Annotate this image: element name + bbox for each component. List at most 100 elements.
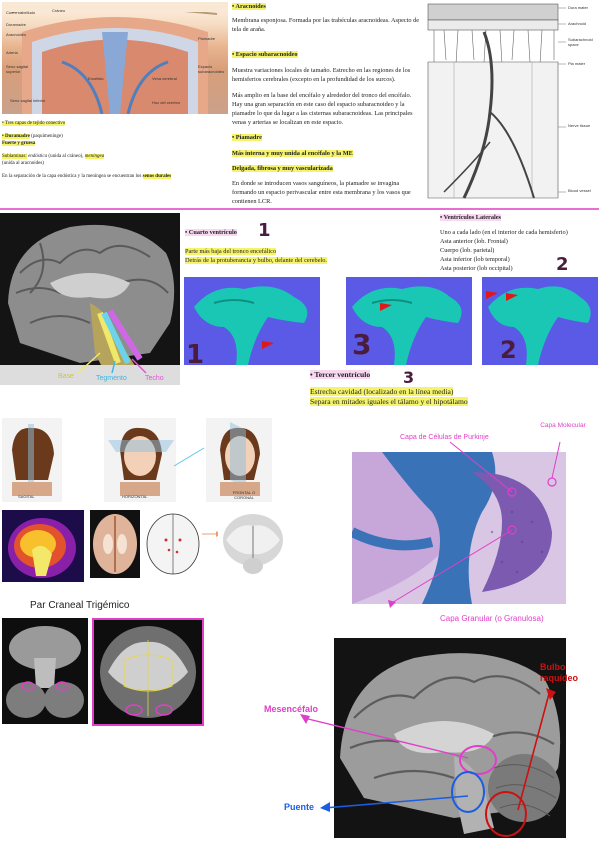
meninges-layers-diagram: Dura mater Arachnoid Subarachnoid space … <box>424 2 598 204</box>
piamadre-3: En donde se introducen vasos sanguíneos,… <box>232 180 411 205</box>
molecular-label: Capa Molecular <box>540 422 586 430</box>
tercer-title: • Tercer ventrículo <box>310 370 371 379</box>
plane-label-sagital: SAGITAL <box>18 494 35 499</box>
hand-number-1: 1 <box>258 220 271 241</box>
plane-label-coronal: FRONTAL O CORONAL <box>232 490 256 500</box>
cuarto-title: • Cuarto ventrículo <box>185 229 237 236</box>
dl-blood: Blood vessel <box>568 188 591 193</box>
section-divider-top <box>0 208 599 210</box>
dl-subarachnoid: Subarachnoid space <box>568 37 593 47</box>
plane-sagittal-illustration: SAGITAL <box>2 418 62 502</box>
subaracnoideo-p1: Muestra variaciones locales de tamaño. E… <box>232 67 411 83</box>
cuarto-2: Detrás de la protuberancia y bulbo, dela… <box>185 257 327 264</box>
laterales-item-1: Asta anterior (lob. Frontal) <box>440 238 508 245</box>
sublamina-c-text: (unida al aracnoides) <box>2 161 44 166</box>
plane-horizontal-illustration: HORIZONTAL <box>104 418 176 502</box>
laterales-item-4: Asta posterior (lob occipital) <box>440 265 513 272</box>
dl-dura: Dura mater <box>568 5 589 10</box>
label-craneo: Cráneo <box>52 8 66 13</box>
coronal-brain-slice <box>218 508 288 578</box>
senos-text: senos durales <box>142 174 172 179</box>
bulbo-pointer <box>517 688 556 811</box>
subaracnoideo-title: • Espacio subaracnoideo <box>232 51 298 58</box>
aracnoides-title: • Aracnoides <box>232 3 266 10</box>
dl-pia: Pia mater <box>568 61 586 66</box>
tres-capas-text: • Tres capas de tejido conectivo <box>2 121 66 126</box>
bulbo-label: Bulbo raquídeo <box>540 662 596 684</box>
label-piamadre: Piamadre <box>198 36 216 41</box>
hand-number-2b: 2 <box>500 336 517 364</box>
molecular-text: Capa Molecular <box>540 422 586 429</box>
piamadre-1: Más interna y muy unida al encéfalo y la… <box>232 150 353 157</box>
cuarto-1: Parte más baja del tronco encefálico <box>185 248 277 255</box>
label-vena: Vena cerebral <box>152 76 177 81</box>
label-seno-sup: Seno sagital superior <box>6 64 29 74</box>
brainstem-sagittal-photo <box>334 638 566 838</box>
label-arteria: Arteria <box>6 50 18 55</box>
purkinje-text: Capa de Células de Purkinje <box>400 434 489 441</box>
tercer-ventriculo-notes: • Tercer ventrículo Estrecha cavidad (lo… <box>310 370 580 407</box>
cuarto-ventriculo-notes: • Cuarto ventrículo Parte más baja del t… <box>185 228 385 265</box>
bulbo-text: Bulbo raquídeo <box>540 662 579 683</box>
ventricle-model-3 <box>482 277 598 365</box>
duramadre-title: • Duramadre <box>2 134 30 139</box>
tercer-2: Separa en mitades iguales el tálamo y el… <box>310 397 468 406</box>
sublaminas-label: Sublaminas: <box>2 154 27 159</box>
purkinje-label: Capa de Células de Purkinje <box>400 434 489 441</box>
meninges-notes: • Tres capas de tejido conectivo • Duram… <box>2 116 228 180</box>
axial-brain-slice <box>90 510 140 578</box>
label-encefalo: Encéfalo <box>88 76 104 81</box>
meningea-text: meníngea <box>84 154 105 159</box>
dl-arachnoid: Arachnoid <box>568 21 587 26</box>
separacion-text: En la separación de la capa endóstica y … <box>2 174 142 179</box>
hand-number-1b: 1 <box>186 340 205 370</box>
plane-label-horizontal: HORIZONTAL <box>122 494 148 499</box>
ventricle-model-1 <box>184 277 320 365</box>
laterales-title: • Ventrículos Laterales <box>440 214 501 221</box>
label-base: Base <box>58 373 74 380</box>
laterales-item-2: Cuerpo (lob. parietal) <box>440 247 495 254</box>
laterales-item-3: Asta inferior (lob temporal) <box>440 256 510 263</box>
plane-arrow <box>173 447 205 467</box>
cerebellum-histology <box>352 452 566 604</box>
mesencefalo-pointer <box>300 714 469 759</box>
duramadre-sub: (paquimeninge) <box>31 134 63 139</box>
meninges-cutaway-illustration: Cuero cabelludo Cráneo Duramadre Aracnoi… <box>2 2 228 114</box>
laterales-item-0: Uno a cada lado (en el interior de cada … <box>440 229 568 236</box>
piamadre-2: Delgada, fibrosa y muy vascularizada <box>232 165 333 172</box>
ventricle-model-2 <box>346 277 472 365</box>
molecular-pointer <box>551 441 561 479</box>
label-seno-inf: Seno sagital inferior <box>10 98 46 103</box>
brainstem-ventral-photo <box>2 618 88 724</box>
hand-number-3: 3 <box>352 328 372 361</box>
plane-coronal-illustration: FRONTAL O CORONAL <box>206 418 272 502</box>
purkinje-pointer <box>449 441 513 493</box>
granular-label: Capa Granular (o Granulosa) <box>440 614 544 623</box>
axial-brain-outline <box>142 510 204 578</box>
mesencefalo-label: Mesencéfalo <box>264 704 319 714</box>
hand-number-3b: 3 <box>403 368 415 387</box>
granular-pointer <box>388 529 513 608</box>
fuerte-text: Fuerte y gruesa <box>2 141 36 146</box>
piamadre-title: • Piamadre <box>232 134 262 141</box>
tercer-1: Estrecha cavidad (localizado en la línea… <box>310 387 454 396</box>
puente-label: Puente <box>284 802 315 812</box>
label-techo: Techo <box>145 375 164 382</box>
label-tegmento: Tegmento <box>96 375 127 382</box>
hand-number-2: 2 <box>556 254 569 275</box>
label-espacio-sub: Espacio subaracnoideo <box>198 64 225 74</box>
sagittal-brain-photo: Base Tegmento Techo <box>0 213 180 385</box>
subaracnoideo-p2: Más amplio en la base del encéfalo y alr… <box>232 92 413 126</box>
dl-nerve: Nerve tissue <box>568 123 591 128</box>
mri-sagittal-color <box>2 510 84 582</box>
trigeminal-title: Par Craneal Trigémico <box>30 600 130 611</box>
granular-text: Capa Granular (o Granulosa) <box>440 614 544 623</box>
aracnoides-notes: • Aracnoides Membrana esponjosa. Formada… <box>232 2 420 206</box>
sublamina-b-text: (unida al cráneo), <box>48 154 84 159</box>
laterales-notes: • Ventrículos Laterales Uno a cada lado … <box>440 213 598 273</box>
label-hoz: Hoz del cerebro <box>152 100 181 105</box>
label-aracnoides: Aracnoides <box>6 32 27 37</box>
aracnoides-text: Membrana esponjosa. Formada por las trab… <box>232 17 420 33</box>
label-cuero: Cuero cabelludo <box>6 10 36 15</box>
puente-pointer <box>320 795 469 812</box>
